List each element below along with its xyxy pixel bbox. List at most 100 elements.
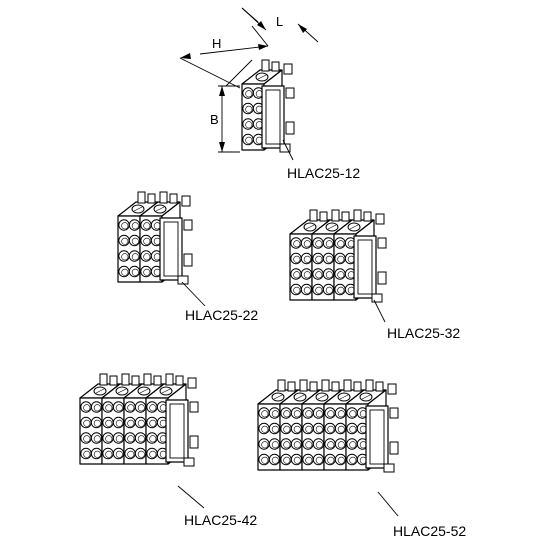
conductor-hole-inner bbox=[293, 410, 301, 418]
top-tab bbox=[353, 381, 362, 392]
conductor-hole-inner bbox=[337, 286, 345, 294]
label-hlac25-52: HLAC25-52 bbox=[393, 523, 466, 539]
label-hlac25-32: HLAC25-32 bbox=[387, 325, 460, 341]
screw-slot bbox=[361, 394, 371, 400]
conductor-hole-inner bbox=[131, 253, 139, 261]
conductor-hole-inner bbox=[337, 410, 345, 418]
conductor-hole-inner bbox=[293, 456, 301, 464]
top-tab bbox=[321, 379, 330, 392]
screw-slot bbox=[273, 394, 283, 400]
rail-tab bbox=[285, 87, 295, 99]
conductor-hole-inner bbox=[143, 253, 151, 261]
conductor-hole-inner bbox=[293, 271, 301, 279]
conductor-hole-inner bbox=[315, 240, 323, 248]
conductor-hole-inner bbox=[327, 441, 335, 449]
terminal-block-hlac25-12 bbox=[241, 59, 295, 153]
conductor-hole-inner bbox=[293, 255, 301, 263]
top-tab bbox=[175, 375, 184, 386]
top-tab bbox=[137, 191, 146, 204]
conductor-hole-inner bbox=[149, 404, 157, 412]
conductor-hole-inner bbox=[93, 435, 101, 443]
rail-tab bbox=[387, 383, 397, 395]
conductor-hole-inner bbox=[121, 237, 129, 245]
top-tab bbox=[287, 381, 296, 392]
conductor-hole-inner bbox=[271, 456, 279, 464]
top-tab bbox=[109, 375, 118, 386]
conductor-hole-inner bbox=[115, 450, 123, 458]
top-tab bbox=[331, 209, 340, 222]
top-tab bbox=[121, 373, 130, 386]
terminal-block-hlac25-52 bbox=[257, 379, 399, 473]
conductor-hole-inner bbox=[83, 419, 91, 427]
top-tab bbox=[261, 59, 270, 72]
label-hlac25-12: HLAC25-12 bbox=[287, 165, 360, 181]
conductor-hole-inner bbox=[315, 286, 323, 294]
dimension-annotations: H L B bbox=[179, 7, 319, 153]
screw-slot bbox=[133, 206, 143, 212]
conductor-hole-inner bbox=[283, 441, 291, 449]
top-tab bbox=[309, 381, 318, 392]
conductor-hole-inner bbox=[327, 456, 335, 464]
leader-line-42 bbox=[177, 485, 205, 509]
top-tab bbox=[353, 209, 362, 222]
rail-tab bbox=[285, 121, 295, 135]
leader-line-22 bbox=[181, 281, 206, 307]
conductor-hole-inner bbox=[337, 456, 345, 464]
conductor-hole-inner bbox=[325, 240, 333, 248]
rail-tab bbox=[183, 253, 193, 267]
conductor-hole-inner bbox=[245, 121, 253, 129]
conductor-hole-inner bbox=[337, 240, 345, 248]
top-tab bbox=[343, 379, 352, 392]
screw-slot bbox=[295, 394, 305, 400]
conductor-hole-inner bbox=[261, 441, 269, 449]
conductor-hole-inner bbox=[137, 404, 145, 412]
rail-tab bbox=[181, 195, 191, 207]
conductor-hole-inner bbox=[305, 456, 313, 464]
top-tab bbox=[309, 209, 318, 222]
conductor-hole-inner bbox=[131, 222, 139, 230]
conductor-hole-inner bbox=[137, 435, 145, 443]
screw-slot bbox=[95, 388, 105, 394]
rail-tab bbox=[375, 213, 385, 225]
conductor-hole-inner bbox=[93, 404, 101, 412]
conductor-hole-inner bbox=[293, 425, 301, 433]
conductor-hole-inner bbox=[293, 240, 301, 248]
h-dimension-line bbox=[199, 45, 269, 55]
conductor-hole-inner bbox=[283, 410, 291, 418]
conductor-hole-inner bbox=[93, 419, 101, 427]
conductor-hole-inner bbox=[315, 410, 323, 418]
rail-tab bbox=[389, 407, 399, 419]
conductor-hole-inner bbox=[337, 441, 345, 449]
conductor-hole-inner bbox=[105, 419, 113, 427]
end-cover bbox=[353, 235, 377, 299]
conductor-hole-inner bbox=[271, 425, 279, 433]
conductor-hole-inner bbox=[83, 450, 91, 458]
conductor-hole-inner bbox=[115, 419, 123, 427]
top-tab bbox=[319, 211, 328, 222]
conductor-hole-inner bbox=[283, 425, 291, 433]
leader-line-12 bbox=[282, 139, 294, 161]
conductor-hole-inner bbox=[315, 456, 323, 464]
terminal-block-hlac25-32 bbox=[289, 209, 387, 303]
conductor-hole-inner bbox=[105, 450, 113, 458]
conductor-hole-inner bbox=[115, 404, 123, 412]
conductor-hole-inner bbox=[325, 271, 333, 279]
conductor-hole-inner bbox=[303, 255, 311, 263]
top-tab bbox=[143, 373, 152, 386]
conductor-hole-inner bbox=[315, 441, 323, 449]
conductor-hole-inner bbox=[315, 271, 323, 279]
conductor-hole-inner bbox=[349, 410, 357, 418]
end-cover-window bbox=[265, 89, 281, 145]
h-extension-line bbox=[225, 59, 253, 87]
conductor-hole-inner bbox=[337, 271, 345, 279]
conductor-hole-inner bbox=[143, 268, 151, 276]
screw-slot bbox=[339, 394, 349, 400]
conductor-hole-inner bbox=[337, 425, 345, 433]
top-tab bbox=[365, 379, 374, 392]
conductor-hole-inner bbox=[349, 425, 357, 433]
conductor-hole-inner bbox=[305, 410, 313, 418]
conductor-hole-inner bbox=[261, 425, 269, 433]
conductor-hole-inner bbox=[327, 425, 335, 433]
end-cover bbox=[365, 405, 389, 469]
end-cover-window bbox=[357, 239, 373, 295]
